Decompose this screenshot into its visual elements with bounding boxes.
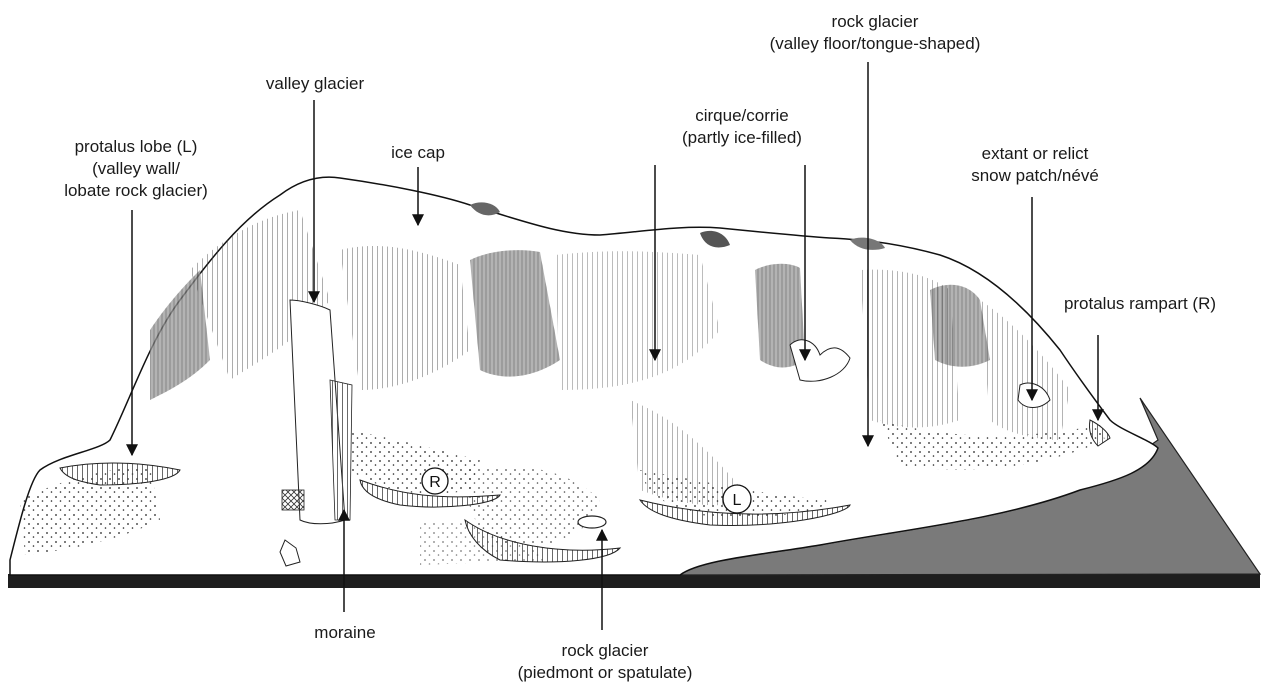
rampart-marker-text: R <box>429 474 441 491</box>
label-rock-glacier-piedmont: rock glacier (piedmont or spatulate) <box>500 640 710 684</box>
label-valley-glacier: valley glacier <box>250 73 380 95</box>
cliff-face-e <box>860 270 960 428</box>
label-protalus-rampart: protalus rampart (R) <box>1045 293 1235 315</box>
label-moraine: moraine <box>300 622 390 644</box>
label-protalus-lobe: protalus lobe (L) (valley wall/ lobate r… <box>56 136 216 202</box>
label-ice-cap: ice cap <box>378 142 458 164</box>
label-rock-glacier-valley: rock glacier (valley floor/tongue-shaped… <box>755 11 995 55</box>
base-slab <box>8 574 1260 588</box>
lobe-marker-text: L <box>733 492 742 509</box>
label-snow-patch: extant or relict snow patch/névé <box>955 143 1115 187</box>
moraine-block <box>282 490 304 510</box>
label-cirque: cirque/corrie (partly ice-filled) <box>652 105 832 149</box>
piedmont-pond <box>578 516 606 528</box>
